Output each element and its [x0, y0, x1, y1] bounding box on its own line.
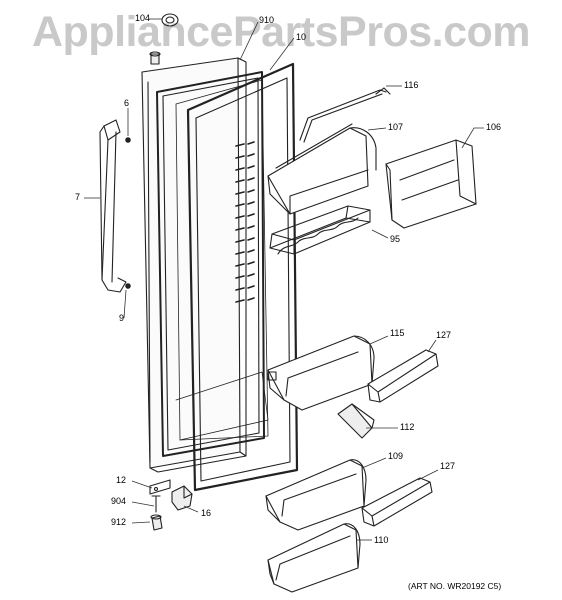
- callout-115: 115: [390, 328, 405, 338]
- callout-6: 6: [124, 98, 130, 108]
- callout-7: 7: [75, 192, 81, 202]
- bushing-912: [150, 514, 163, 531]
- door-bin-109: [265, 459, 367, 531]
- callout-910: 910: [259, 15, 275, 25]
- screw-904: [151, 495, 161, 513]
- hinge-cam-16: [171, 485, 193, 511]
- callout-16: 16: [201, 508, 212, 518]
- bin-trim-127-upper: [367, 349, 439, 403]
- callout-104: 104: [135, 13, 151, 23]
- callout-116: 116: [404, 80, 419, 90]
- art-number: (ART NO. WR20192 C5): [408, 581, 502, 591]
- wire-shelf-95: [269, 205, 371, 255]
- hinge-bushing-104: [161, 13, 179, 27]
- door-gasket-910: [156, 71, 265, 457]
- callout-112: 112: [400, 422, 415, 432]
- bin-cap-112: [337, 403, 375, 439]
- bin-trim-127-lower: [361, 477, 433, 527]
- callout-904: 904: [111, 496, 127, 506]
- callout-9: 9: [119, 313, 125, 323]
- door-bin-110: [267, 523, 361, 593]
- callout-110: 110: [374, 535, 389, 545]
- callout-912: 912: [111, 517, 127, 527]
- liner-shelf-bumps: [235, 141, 255, 303]
- callout-12: 12: [116, 475, 127, 485]
- door-bin-107: [267, 123, 377, 215]
- door-bin-115: [267, 335, 375, 411]
- callout-107: 107: [388, 122, 404, 132]
- callout-127-upper: 127: [436, 330, 452, 340]
- hinge-plate-12: [149, 479, 171, 495]
- watermark: AppliancePartsPros.com: [31, 8, 531, 56]
- door-handle-7: [99, 119, 127, 293]
- screw-9: [125, 283, 131, 289]
- screw-6: [125, 137, 131, 143]
- callout-10: 10: [296, 32, 307, 42]
- callout-127-lower: 127: [440, 461, 456, 471]
- hinge-pin-top: [149, 51, 161, 65]
- leader-lines: [84, 18, 484, 541]
- callout-109: 109: [388, 451, 404, 461]
- callout-106: 106: [486, 122, 502, 132]
- callout-95: 95: [390, 234, 401, 244]
- door-liner-10: [175, 62, 299, 492]
- bin-rail-116: [299, 87, 391, 143]
- door-bin-106: [385, 139, 477, 229]
